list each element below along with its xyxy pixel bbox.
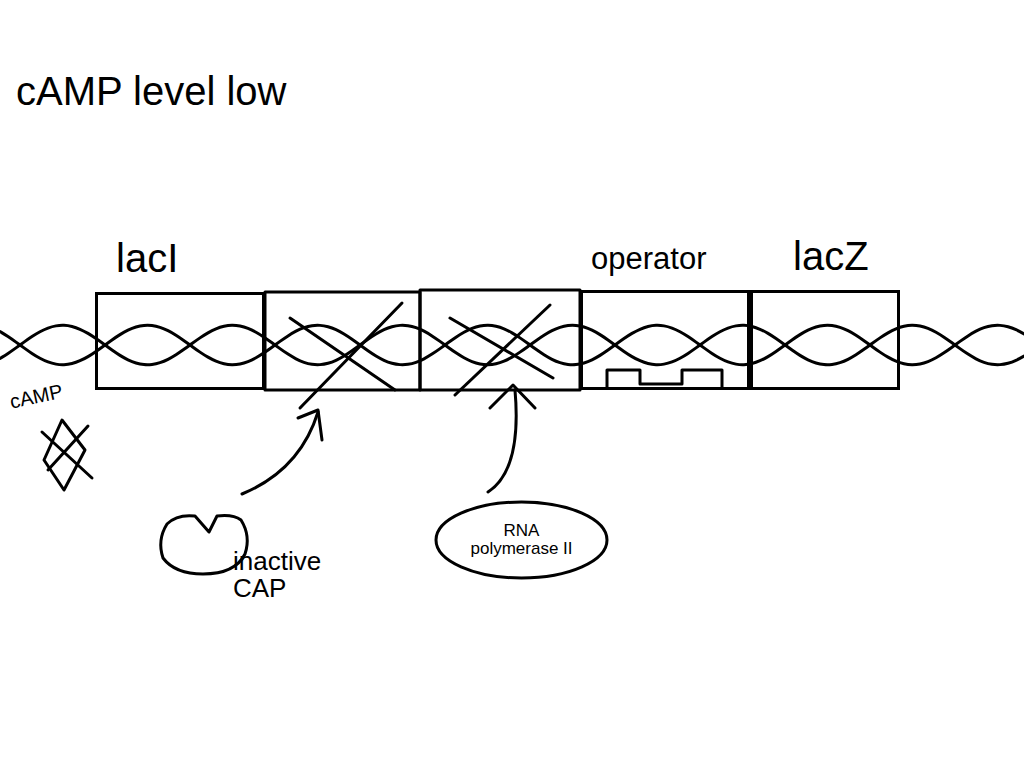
node-text: RNA polymerase II xyxy=(464,522,580,558)
arrowhead xyxy=(298,410,322,440)
operator-notch xyxy=(607,370,722,388)
pointer-arrow xyxy=(242,412,318,494)
gene-box: lacI xyxy=(95,292,265,390)
cross-line xyxy=(48,426,88,470)
ellipse-shape xyxy=(436,502,607,578)
polymerase-ellipse: RNA polymerase II xyxy=(434,500,609,580)
cross-line xyxy=(300,303,402,408)
operator-box: operator xyxy=(580,290,750,390)
cross-line xyxy=(290,318,395,390)
gene-box: lacZ xyxy=(750,290,900,390)
node-text: lacZ xyxy=(793,235,937,277)
promoter-box xyxy=(420,290,580,390)
dna-helix xyxy=(0,325,1024,364)
node-text: operator xyxy=(591,243,755,276)
node-text: inactive CAP xyxy=(233,548,348,603)
cap-protein: inactive CAP xyxy=(155,510,250,576)
diagram-title: cAMP level low xyxy=(16,70,286,112)
molecule-label: cAMP xyxy=(8,381,65,413)
camp-diamond xyxy=(44,420,85,490)
node-text: lacI xyxy=(116,237,280,279)
cross-line xyxy=(455,305,550,395)
cross-line xyxy=(42,432,92,478)
cross-line xyxy=(450,318,553,378)
dna-strand xyxy=(0,325,1024,364)
dna-strand xyxy=(0,325,1024,364)
arrowhead xyxy=(490,385,535,408)
